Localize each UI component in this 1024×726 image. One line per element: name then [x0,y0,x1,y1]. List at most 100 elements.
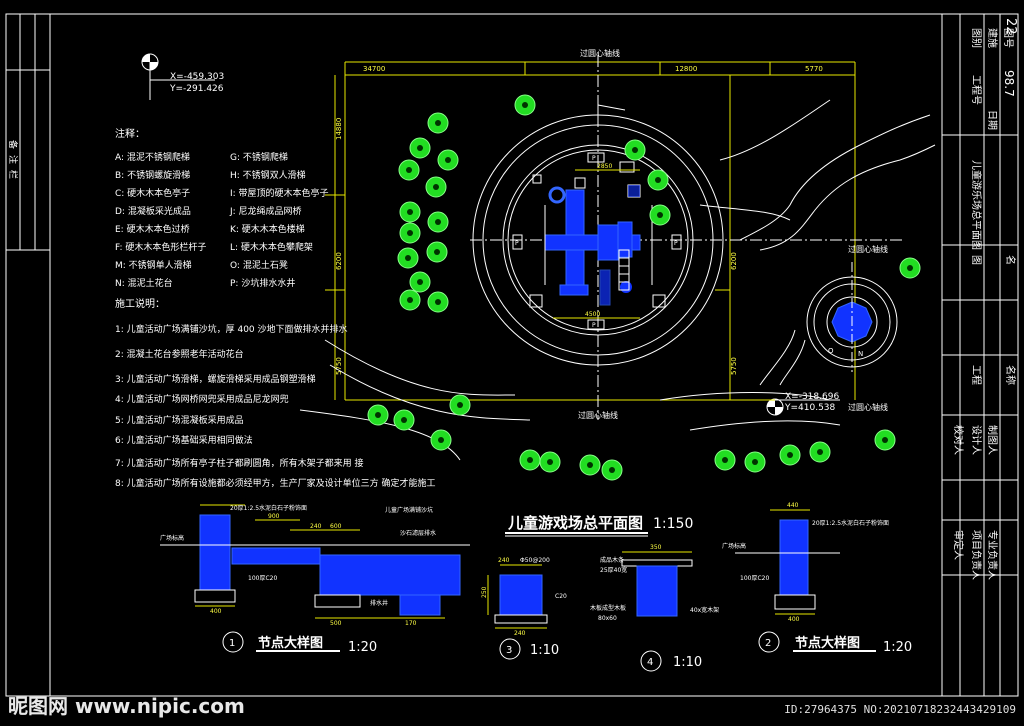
tree-center [435,219,441,225]
tree-center [417,279,423,285]
dimension-grid: 34700 12800 5770 14880 6200 5750 6200 57… [325,61,856,401]
tree-center [547,459,553,465]
tree-center [632,147,638,153]
svg-text:8: 儿童活动广场所有设施都必须经甲方，生产厂家及设计单位三: 8: 儿童活动广场所有设施都必须经甲方，生产厂家及设计单位三方 确定才能施工 [115,477,435,489]
svg-text:20厚1:2.5水泥白石子粉饰面: 20厚1:2.5水泥白石子粉饰面 [812,519,889,527]
svg-text:L: 硬木木本色攀爬架: L: 硬木木本色攀爬架 [230,241,313,253]
svg-text:240: 240 [310,523,322,530]
svg-text:工程: 工程 [970,365,982,385]
landscape-paths [299,99,936,461]
svg-text:日期: 日期 [986,110,998,130]
svg-text:图: 图 [970,255,982,265]
svg-text:广场标高: 广场标高 [160,534,184,542]
svg-text:备: 备 [7,140,19,149]
svg-text:专业负责人: 专业负责人 [986,530,999,580]
detail-3: 240 250 240 Φ50@200 C20 3 1:10 [481,557,567,660]
tree-center [401,417,407,423]
svg-text:12800: 12800 [675,65,697,73]
tree-center [657,212,663,218]
svg-text:注释：: 注释： [115,127,145,140]
svg-text:5750: 5750 [730,357,738,375]
svg-text:600: 600 [330,523,342,530]
svg-text:名称: 名称 [1004,365,1017,385]
svg-text:沙石滤层排水: 沙石滤层排水 [400,529,436,537]
svg-text:F: 硬木木本色形栏杆子: F: 硬木木本色形栏杆子 [115,241,206,253]
svg-text:排水井: 排水井 [370,599,388,607]
tree-center [457,402,463,408]
svg-text:图别: 图别 [970,28,982,48]
svg-text:100厚C20: 100厚C20 [248,575,277,582]
tree-center [407,209,413,215]
svg-text:6200: 6200 [730,252,738,270]
detail-1: 20厚1:2.5水泥白石子粉饰面 儿童广场满铺沙坑 沙石滤层排水 广场标高 10… [160,504,470,655]
svg-text:240: 240 [498,557,510,564]
tree-center [907,265,913,271]
svg-text:图号: 图号 [1002,28,1014,48]
svg-text:木板成型木板: 木板成型木板 [590,604,626,612]
svg-text:Φ50@200: Φ50@200 [520,557,550,564]
tree-center [406,167,412,173]
tree-center [417,145,423,151]
svg-text:D: 混凝板采光成品: D: 混凝板采光成品 [115,205,191,217]
svg-text:170: 170 [405,620,417,627]
svg-text:X=-459.303: X=-459.303 [170,72,224,82]
svg-text:5770: 5770 [805,65,823,73]
svg-text:4: 4 [647,657,653,668]
svg-text:制图人: 制图人 [986,425,999,455]
svg-text:P: P [515,240,519,247]
svg-text:B: 不锈钢螺旋滑梯: B: 不锈钢螺旋滑梯 [115,169,190,181]
svg-text:节点大样图: 节点大样图 [795,635,860,651]
svg-text:6: 儿童活动广场基础采用相同做法: 6: 儿童活动广场基础采用相同做法 [115,434,253,446]
tree-center [435,120,441,126]
svg-text:施工说明：: 施工说明： [115,297,165,310]
svg-text:22: 22 [1003,18,1018,35]
svg-text:20厚1:2.5水泥白石子粉饰面: 20厚1:2.5水泥白石子粉饰面 [230,504,307,512]
svg-text:A: 混泥不锈钢爬梯: A: 混泥不锈钢爬梯 [115,151,190,163]
svg-text:I: 带屋顶的硬木本色亭子: I: 带屋顶的硬木本色亭子 [230,187,329,199]
svg-text:儿童游戏场总平面图: 儿童游戏场总平面图 [507,514,643,532]
svg-text:250: 250 [481,586,488,598]
svg-text:P: P [592,322,596,329]
svg-text:栏: 栏 [7,170,19,179]
svg-text:M: 不锈钢单人滑梯: M: 不锈钢单人滑梯 [115,259,192,271]
tree-center [407,230,413,236]
svg-text:名: 名 [1004,255,1017,265]
detail-4: 350 成品木条 25厚40宽 木板成型木板 80x60 40x宽木架 4 1:… [590,544,719,672]
svg-text:过圆心轴线: 过圆心轴线 [848,244,888,254]
svg-text:X=-318.696: X=-318.696 [785,392,839,402]
svg-text:Y=-291.426: Y=-291.426 [169,84,224,94]
svg-text:900: 900 [268,513,280,520]
svg-text:1:20: 1:20 [883,640,912,655]
image-id: ID:27964375 NO:20210718232443429109 [784,703,1016,716]
svg-text:K: 硬木木本色楼梯: K: 硬木木本色楼梯 [230,223,305,235]
svg-text:P: P [592,155,596,162]
svg-text:节点大样图: 节点大样图 [258,635,323,651]
play-structures [529,161,667,308]
svg-text:240: 240 [514,630,526,637]
coordinate-marker-bottom: X=-318.696 Y=410.538 [766,392,840,416]
drawing-title: 儿童游戏场总平面图 1:150 [505,514,693,537]
tree-center [655,177,661,183]
svg-text:100厚C20: 100厚C20 [740,575,769,582]
svg-text:过圆心轴线: 过圆心轴线 [578,410,618,420]
play-area-circle: P P P P [472,104,724,366]
svg-text:C: 硬木木本色亭子: C: 硬木木本色亭子 [115,187,190,199]
svg-text:4500: 4500 [585,311,600,318]
svg-text:设计人: 设计人 [970,425,983,455]
svg-text:1: 儿童活动广场满铺沙坑，厚 400 沙地下面做排水: 1: 儿童活动广场满铺沙坑，厚 400 沙地下面做排水并排水 [115,323,348,335]
svg-text:2: 混凝土花台参照老年活动花台: 2: 混凝土花台参照老年活动花台 [115,348,244,360]
inner-dims: 2850 4500 [553,163,640,319]
tree-center [405,255,411,261]
tree-center [817,449,823,455]
svg-text:440: 440 [787,502,799,509]
tree-center [722,457,728,463]
svg-text:3: 3 [506,645,512,656]
svg-text:E: 硬木木本色过桥: E: 硬木木本色过桥 [115,223,190,235]
svg-text:儿童游乐场总平面图: 儿童游乐场总平面图 [970,160,983,250]
svg-text:过圆心轴线: 过圆心轴线 [580,48,620,58]
tree-center [445,157,451,163]
tree-center [407,297,413,303]
svg-text:建施: 建施 [986,28,999,48]
watermark: 昵图网 www.nipic.com [8,694,245,718]
tree-center [752,459,758,465]
